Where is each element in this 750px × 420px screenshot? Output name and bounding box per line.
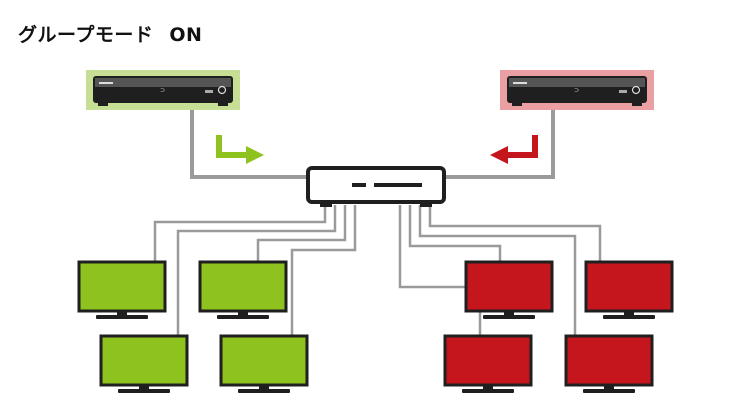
recorder-icon: ⊃ [507,76,647,106]
arrow-right-icon [216,135,248,158]
tv-b3 [443,334,533,393]
uplink-cables [190,100,555,179]
cable-tv-b3 [418,205,577,336]
cable-tv-a3 [256,205,347,262]
cable-recorder-a [190,100,308,179]
cable-tv-b4 [428,205,602,262]
page-title: グループモード ON [18,20,202,47]
tv-a1 [77,260,167,319]
cable-tv-a4 [290,205,357,336]
cable-recorder-b [444,100,555,179]
network-switch-icon [306,166,446,207]
tv-b1 [464,260,554,319]
recorder-icon: ⊃ [93,76,233,106]
recorder-b: ⊃ [500,70,654,110]
tv-b4 [564,334,654,393]
tv-a4 [219,334,309,393]
mode-status: ON [169,24,203,46]
downlink-cables [153,205,602,336]
cable-tv-a1 [153,205,327,262]
svg-text:⊃: ⊃ [160,87,165,94]
arrow-left-icon-head [490,146,508,164]
tv-a3 [99,334,189,393]
arrow-left-icon [506,135,538,158]
svg-text:⊃: ⊃ [574,87,579,94]
cable-tv-a2 [176,205,337,336]
tv-a2 [198,260,288,319]
mode-label: グループモード [18,24,154,46]
arrow-right-icon-head [246,146,264,164]
tv-b2 [584,260,674,319]
cable-tv-b2 [408,205,502,262]
recorder-a: ⊃ [86,70,240,110]
